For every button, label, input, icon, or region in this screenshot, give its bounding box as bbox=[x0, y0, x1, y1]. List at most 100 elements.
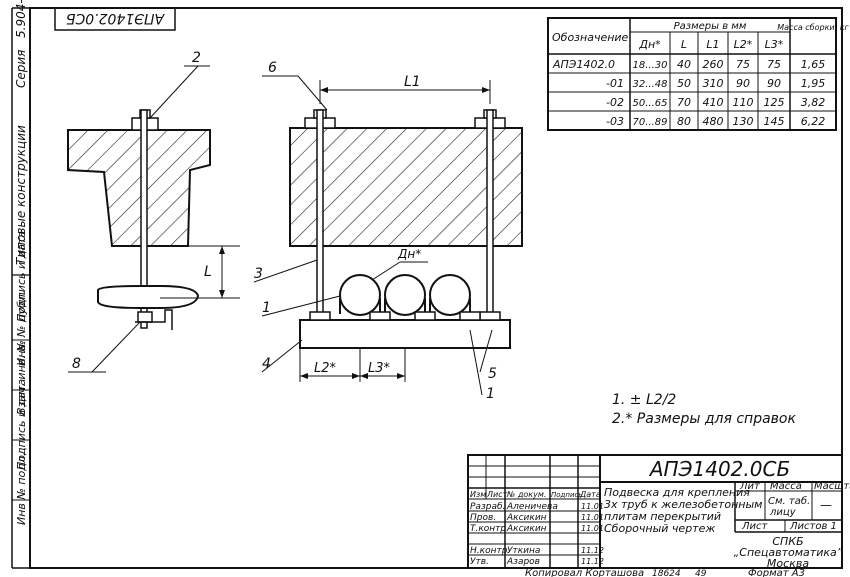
title-line-4: Сборочный чертеж bbox=[604, 522, 715, 535]
dim-L3-label: L3* bbox=[368, 361, 391, 376]
scale-value: — bbox=[820, 498, 832, 512]
dim-Dn-label: Дн* bbox=[397, 247, 421, 261]
svg-text:75: 75 bbox=[767, 58, 781, 71]
col-head-sign: Подпись bbox=[551, 491, 583, 499]
col-L: L bbox=[681, 38, 687, 51]
svg-text:Пров.: Пров. bbox=[470, 513, 496, 523]
svg-text:3,82: 3,82 bbox=[801, 96, 826, 109]
footer-copied: Копировал Корташова bbox=[525, 568, 644, 577]
table-row: -01 32...48 50 310 90 90 1,95 bbox=[606, 77, 825, 90]
side-label-1: Инв № подл. bbox=[15, 453, 28, 525]
title-person-row: Т.контр. Аксикин 11.01 bbox=[470, 524, 604, 534]
title-person-row: Утв. Азаров 11.12 bbox=[470, 557, 604, 567]
svg-text:Аксикин: Аксикин bbox=[506, 513, 547, 523]
col-Dn: Дн* bbox=[638, 38, 661, 51]
footer-num2: 49 bbox=[695, 569, 707, 577]
svg-text:1,65: 1,65 bbox=[801, 58, 826, 71]
svg-text:145: 145 bbox=[764, 115, 785, 128]
org-line-2: „Спецавтоматика” bbox=[734, 546, 843, 559]
title-line-1: Подвеска для крепления bbox=[604, 486, 750, 499]
table-row: -02 50...65 70 410 110 125 3,82 bbox=[606, 96, 825, 109]
callout-6: 6 bbox=[268, 60, 277, 76]
sheet-label: Лист bbox=[741, 521, 769, 532]
svg-text:Аксикин: Аксикин bbox=[506, 524, 547, 534]
series-label: Серия bbox=[14, 50, 28, 88]
side-view: L 2 8 bbox=[67, 50, 240, 373]
callout-4: 4 bbox=[262, 356, 271, 372]
title-block bbox=[467, 454, 843, 569]
title-block-code: АПЭ1402.0СБ bbox=[648, 457, 790, 481]
svg-text:90: 90 bbox=[767, 77, 781, 90]
callout-1b: 1 bbox=[486, 386, 495, 402]
svg-text:70...89: 70...89 bbox=[633, 117, 668, 128]
table-header-designation: Обозначение bbox=[552, 31, 629, 44]
callout-1: 1 bbox=[262, 300, 271, 316]
svg-text:11.12: 11.12 bbox=[581, 557, 604, 566]
footer-num: 18624 bbox=[652, 569, 681, 577]
dimension-table bbox=[547, 17, 837, 131]
table-row: -03 70...89 80 480 130 145 6,22 bbox=[606, 115, 825, 128]
svg-text:75: 75 bbox=[736, 58, 750, 71]
callout-3: 3 bbox=[254, 266, 263, 282]
table-header-dimensions: Размеры в мм bbox=[674, 21, 747, 32]
svg-text:11.12: 11.12 bbox=[581, 546, 604, 555]
note-1: 1. ± L2/2 bbox=[612, 392, 676, 408]
svg-text:80: 80 bbox=[677, 115, 691, 128]
side-label-5: Подпись и дата bbox=[15, 231, 28, 322]
lit-label: Лит bbox=[739, 481, 761, 492]
series-number: 5.904-1 bbox=[14, 0, 28, 38]
svg-text:125: 125 bbox=[764, 96, 785, 109]
svg-text:11.01: 11.01 bbox=[581, 502, 604, 511]
svg-text:18...30: 18...30 bbox=[633, 60, 668, 71]
scale-label: Масштаб bbox=[814, 480, 850, 492]
svg-text:310: 310 bbox=[703, 77, 724, 90]
svg-text:480: 480 bbox=[703, 115, 724, 128]
svg-text:40: 40 bbox=[677, 58, 691, 71]
dim-L1-label: L1 bbox=[404, 74, 421, 90]
mass-value: См. таб. bbox=[768, 495, 810, 507]
title-line-2: 3х труб к железобетонным bbox=[604, 498, 762, 511]
svg-text:260: 260 bbox=[703, 58, 724, 71]
svg-text:Уткина: Уткина bbox=[507, 546, 540, 556]
callout-2: 2 bbox=[192, 50, 201, 66]
svg-text:АПЭ1402.0: АПЭ1402.0 bbox=[552, 58, 615, 71]
svg-text:Разраб.: Разраб. bbox=[470, 502, 505, 512]
col-L3: L3* bbox=[765, 38, 784, 51]
svg-text:11.01: 11.01 bbox=[581, 513, 604, 522]
svg-text:130: 130 bbox=[733, 115, 754, 128]
svg-text:Т.контр.: Т.контр. bbox=[470, 524, 509, 534]
svg-text:50...65: 50...65 bbox=[633, 98, 668, 109]
title-person-row: Разраб. Аленичева 11.01 bbox=[470, 502, 604, 512]
org-line-3: Москва bbox=[767, 557, 809, 570]
front-view: L1 L2* L3* Дн* 6 3 1 4 5 1 bbox=[253, 60, 523, 402]
table-header-mass: Масса сборки, кг bbox=[777, 23, 849, 32]
col-head-izm: Изм bbox=[470, 490, 486, 499]
note-2: 2.* Размеры для справок bbox=[612, 411, 796, 427]
svg-text:11.01: 11.01 bbox=[581, 524, 604, 533]
stamp-code-inverted: АПЭ1402.0СБ bbox=[66, 10, 165, 26]
svg-text:-02: -02 bbox=[606, 96, 624, 109]
svg-text:50: 50 bbox=[677, 77, 691, 90]
title-person-row: Н.контр. Уткина 11.12 bbox=[470, 546, 604, 556]
svg-text:Аленичева: Аленичева bbox=[506, 502, 558, 512]
dim-L-label: L bbox=[204, 264, 212, 280]
sheets-label: Листов 1 bbox=[789, 521, 837, 532]
svg-text:90: 90 bbox=[736, 77, 750, 90]
title-person-row: Пров. Аксикин 11.01 bbox=[470, 513, 604, 523]
callout-8: 8 bbox=[72, 356, 81, 372]
svg-text:410: 410 bbox=[703, 96, 724, 109]
svg-text:-01: -01 bbox=[606, 77, 624, 90]
svg-text:Н.контр.: Н.контр. bbox=[470, 546, 510, 556]
side-label-3: Взам. инв. № bbox=[15, 340, 28, 415]
mass-value-2: лицу bbox=[769, 507, 797, 518]
col-head-list: Лист bbox=[486, 490, 508, 499]
side-label-2: Подпись и дата bbox=[15, 379, 28, 470]
sheet-frame bbox=[29, 7, 843, 569]
org-line-1: СПКБ bbox=[772, 535, 803, 548]
series-category: Типовые конструкции bbox=[14, 125, 28, 265]
col-L2: L2* bbox=[734, 38, 753, 51]
title-line-3: плитам перекрытий bbox=[604, 510, 721, 523]
col-head-date: Дата bbox=[579, 490, 601, 499]
